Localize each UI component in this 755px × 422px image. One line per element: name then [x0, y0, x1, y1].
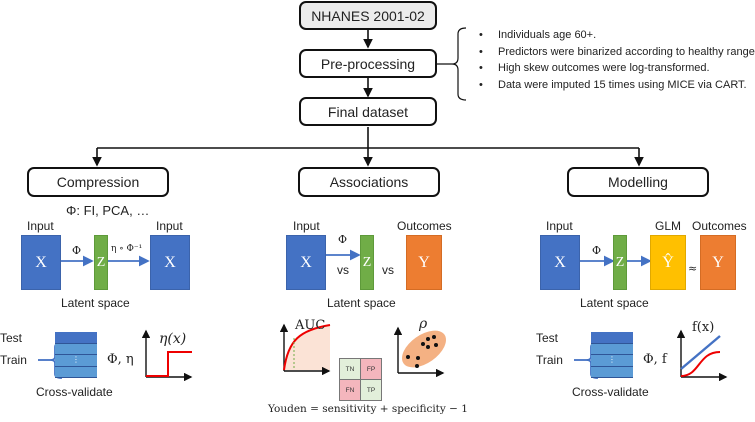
- auc-roc-plot: [279, 323, 331, 376]
- modelling-cv-folds: ⋮: [591, 332, 633, 378]
- x-symbol: X: [554, 253, 566, 271]
- x-symbol: X: [35, 253, 47, 271]
- preprocessing-node: Pre-processing: [299, 49, 437, 78]
- decoder-label: η ∘ Φ⁻¹: [111, 244, 143, 254]
- y-symbol: Y: [418, 253, 430, 271]
- final-dataset-label: Final dataset: [327, 103, 409, 120]
- modelling-input-label: Input: [546, 219, 573, 233]
- note-item: Data were imputed 15 times using MICE vi…: [474, 77, 755, 94]
- note-item: Predictors were binarized according to h…: [474, 44, 755, 61]
- modelling-phi-label: Φ: [592, 244, 602, 257]
- rho-label: ρ: [419, 316, 428, 332]
- compression-train-label: Train: [0, 353, 27, 367]
- compression-node: Compression: [27, 167, 169, 197]
- z-symbol: Z: [362, 254, 372, 270]
- cm-tn: TN: [339, 358, 361, 380]
- cm-fn-label: FN: [345, 386, 355, 394]
- final-dataset-node: Final dataset: [299, 97, 437, 126]
- modelling-params: Φ, f: [643, 352, 667, 367]
- modelling-y-block: Y: [700, 235, 736, 290]
- vs-label: vs: [382, 263, 394, 277]
- y-symbol: Y: [712, 253, 724, 271]
- cm-tp-label: TP: [366, 386, 376, 394]
- train-fold: [591, 366, 633, 378]
- more-folds-icon: ⋮: [608, 355, 616, 364]
- train-fold: [591, 343, 633, 355]
- z-symbol: Z: [96, 254, 106, 270]
- modelling-latent-label: Latent space: [580, 296, 649, 310]
- train-fold: ⋮: [55, 355, 97, 367]
- note-item: Individuals age 60+.: [474, 27, 755, 44]
- train-fold: [55, 366, 97, 378]
- associations-x-block: X: [286, 235, 326, 290]
- associations-input-label: Input: [293, 219, 320, 233]
- x-symbol: X: [300, 253, 312, 271]
- compression-output-label: Input: [156, 219, 183, 233]
- more-folds-icon: ⋮: [72, 355, 80, 364]
- modelling-train-label: Train: [536, 353, 563, 367]
- cm-fp: FP: [360, 358, 382, 380]
- associations-title: Associations: [329, 174, 409, 190]
- notes-brace: [451, 27, 467, 101]
- rho-scatter-plot: [393, 326, 446, 378]
- modelling-x-block: X: [540, 235, 580, 290]
- eta-plot-label: η(x): [159, 331, 187, 347]
- associations-latent-label: Latent space: [327, 296, 396, 310]
- compression-x-block: X: [21, 235, 61, 290]
- eta-step-plot: [141, 329, 193, 382]
- glm-label: GLM: [655, 219, 682, 233]
- compression-x-out-block: X: [150, 235, 190, 290]
- compression-test-label: Test: [0, 331, 23, 345]
- modelling-cv-label: Cross-validate: [572, 385, 649, 399]
- compression-cv-label: Cross-validate: [36, 385, 113, 399]
- associations-outcomes-label: Outcomes: [397, 219, 452, 233]
- cm-tp: TP: [360, 379, 382, 401]
- associations-y-block: Y: [406, 235, 442, 290]
- source-label: NHANES 2001-02: [311, 7, 425, 24]
- modelling-title: Modelling: [608, 174, 668, 190]
- compression-params: Φ, η: [107, 352, 134, 367]
- modelling-node: Modelling: [567, 167, 709, 197]
- note-item: High skew outcomes were log-transformed.: [474, 60, 755, 77]
- test-fold: [591, 332, 633, 344]
- modelling-yhat-block: Ŷ: [650, 235, 686, 290]
- fx-plot-label: f(x): [692, 320, 715, 335]
- modelling-outcomes-label: Outcomes: [692, 219, 747, 233]
- main-flow-arrows: [92, 29, 644, 167]
- auc-label: AUC: [295, 318, 326, 333]
- z-symbol: Z: [615, 254, 625, 270]
- compression-latent-label: Latent space: [61, 296, 130, 310]
- modelling-z-block: Z: [613, 235, 627, 290]
- youden-formula: Youden = sensitivity + specificity − 1: [268, 403, 468, 415]
- cm-tn-label: TN: [345, 365, 355, 373]
- cm-fp-label: FP: [366, 365, 376, 373]
- fx-plot: [676, 329, 728, 382]
- approx-symbol: ≈: [688, 262, 698, 275]
- associations-z-block: Z: [360, 235, 374, 290]
- train-fold: ⋮: [591, 355, 633, 367]
- compression-title: Compression: [56, 174, 140, 190]
- yhat-symbol: Ŷ: [662, 253, 674, 271]
- x-symbol: X: [164, 253, 176, 271]
- compression-methods: Φ: FI, PCA, …: [66, 203, 150, 218]
- compression-cv-folds: ⋮: [55, 332, 97, 378]
- preprocessing-label: Pre-processing: [320, 55, 416, 72]
- associations-node: Associations: [298, 167, 440, 197]
- vs-label: vs: [337, 263, 349, 277]
- preprocessing-notes: Individuals age 60+. Predictors were bin…: [474, 27, 755, 93]
- train-fold: [55, 343, 97, 355]
- test-fold: [55, 332, 97, 344]
- compression-z-block: Z: [94, 235, 108, 290]
- encoder-phi-label: Φ: [72, 244, 82, 257]
- compression-input-label: Input: [27, 219, 54, 233]
- associations-phi-label: Φ: [338, 233, 348, 246]
- source-node: NHANES 2001-02: [299, 1, 437, 30]
- cm-fn: FN: [339, 379, 361, 401]
- modelling-test-label: Test: [536, 331, 559, 345]
